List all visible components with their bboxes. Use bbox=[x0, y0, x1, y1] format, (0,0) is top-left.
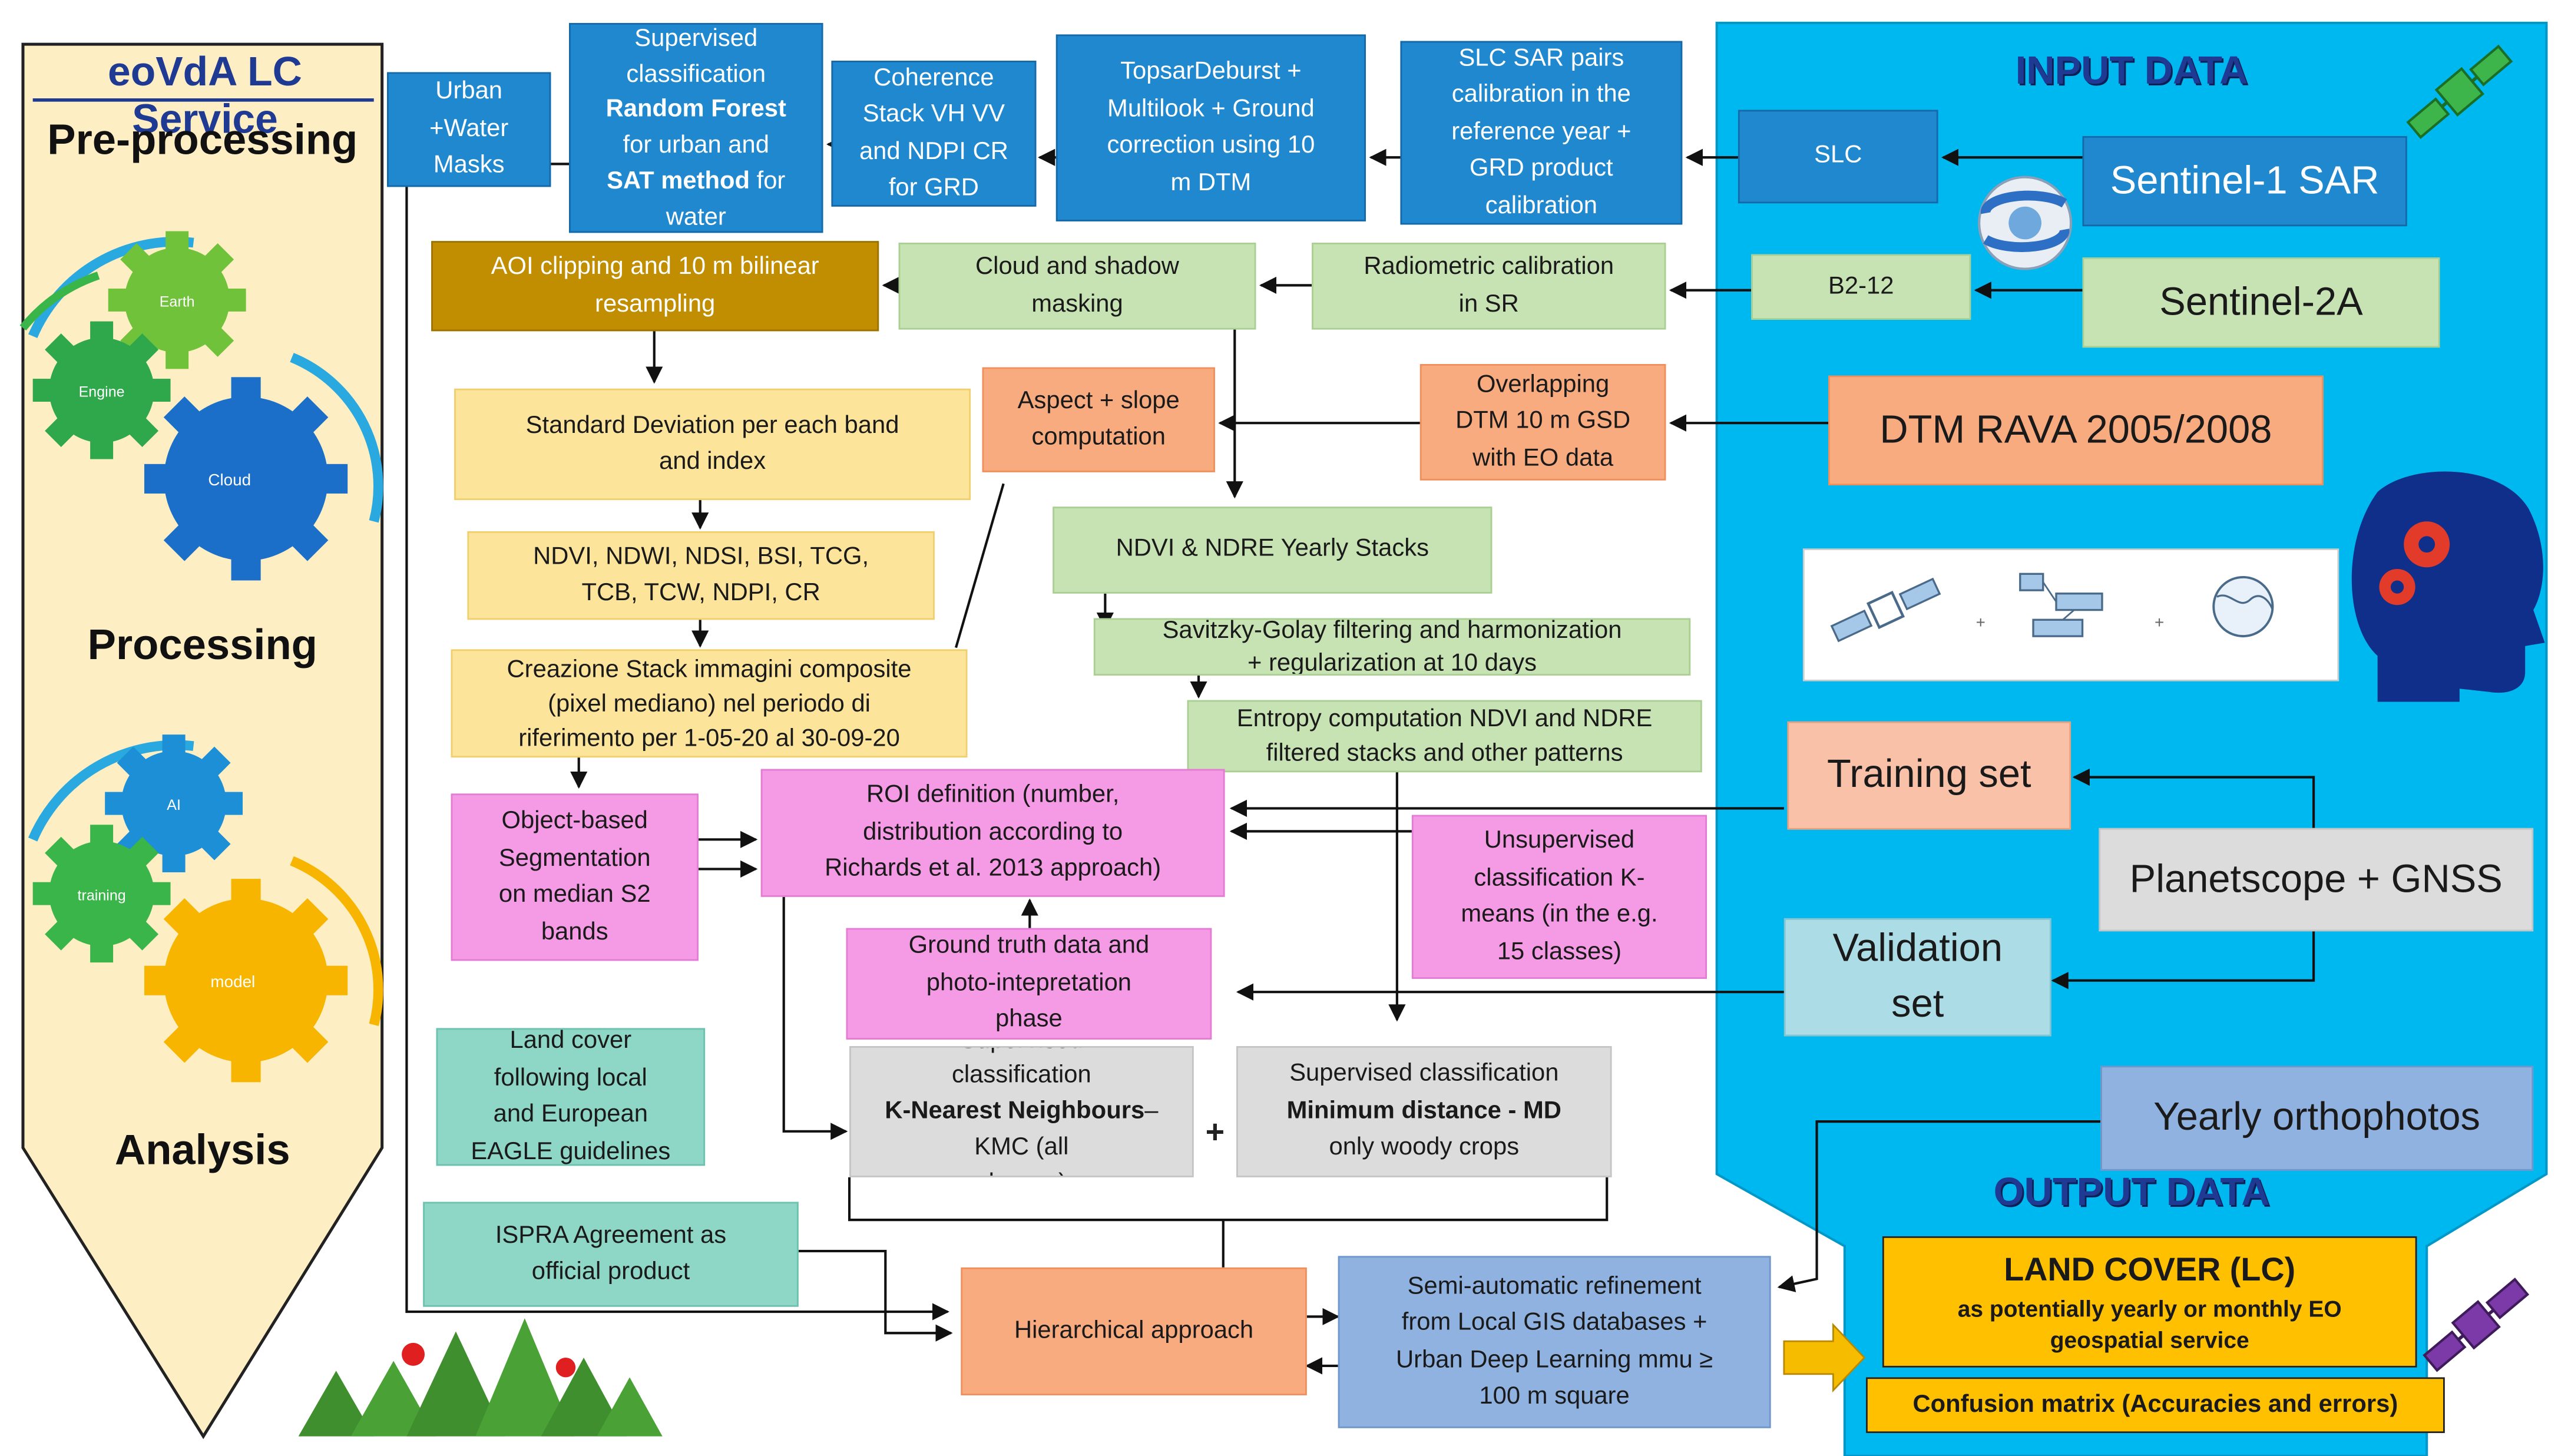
output-arrow-icon bbox=[1783, 1322, 1866, 1393]
knn-box: Supervised classification K-Nearest Neig… bbox=[849, 1046, 1194, 1177]
yearly-orthophotos-box: Yearly orthophotos bbox=[2100, 1065, 2534, 1171]
land-cover-output-box: LAND COVER (LC) as potentially yearly or… bbox=[1882, 1236, 2417, 1368]
confusion-matrix-box: Confusion matrix (Accuracies and errors) bbox=[1866, 1377, 2445, 1434]
sidebar-panel bbox=[21, 42, 384, 1440]
slc-pairs-box: SLC SAR pairs calibration in the referen… bbox=[1400, 41, 1683, 225]
connector bbox=[798, 1249, 953, 1342]
connector bbox=[848, 1177, 1609, 1222]
swoosh-arc-icon bbox=[290, 353, 383, 523]
slc-box: SLC bbox=[1738, 110, 1938, 204]
creazione-box: Creazione Stack immagini composite (pixe… bbox=[451, 649, 968, 758]
algorithm-flow-icon bbox=[2019, 573, 2103, 637]
output-data-title: OUTPUT DATA bbox=[1993, 1170, 2270, 1215]
supervised-rf-method: Random Forest bbox=[605, 95, 786, 124]
coherence-box: Coherence Stack VH VV and NDPI CR for GR… bbox=[831, 61, 1037, 207]
connector bbox=[2051, 931, 2315, 990]
head-gears-icon bbox=[2351, 471, 2545, 702]
gear-cluster-top: Earth Engine bbox=[19, 231, 383, 581]
md-text-2: only woody crops bbox=[1329, 1133, 1520, 1162]
gear-earth-label: Earth bbox=[160, 294, 195, 310]
world-globe-icon bbox=[2212, 575, 2274, 638]
gear-engine-icon: Engine bbox=[32, 321, 171, 459]
cloud-masking-box: Cloud and shadow masking bbox=[898, 243, 1256, 330]
supervised-sat-method: SAT method bbox=[607, 167, 750, 195]
ground-truth-box: Ground truth data and photo-intepretatio… bbox=[846, 928, 1212, 1040]
gear-model-icon: model bbox=[144, 879, 348, 1083]
gear-cloud-icon: Cloud bbox=[144, 377, 348, 581]
gear-model-label: model bbox=[210, 972, 255, 991]
satellite-line-icon bbox=[1830, 577, 1941, 643]
swoosh-arc-icon bbox=[19, 272, 100, 331]
land-cover-desc: as potentially yearly or monthly EO geos… bbox=[1957, 1295, 2342, 1352]
gear-training-icon: training bbox=[32, 825, 171, 963]
sentinel2-box: Sentinel-2A bbox=[2082, 257, 2440, 348]
gear-training-label: training bbox=[78, 887, 126, 904]
md-method: Minimum distance - MD bbox=[1286, 1096, 1561, 1124]
plus-separator-icon: + bbox=[2155, 613, 2164, 631]
swoosh-arc-icon bbox=[290, 856, 383, 1026]
roi-definition-box: ROI definition (number, distribution acc… bbox=[760, 769, 1225, 897]
supervised-rf-text-3: for water bbox=[666, 167, 786, 231]
training-set-box: Training set bbox=[1787, 721, 2071, 830]
savitzky-box: Savitzky-Golay filtering and harmonizati… bbox=[1093, 618, 1691, 676]
land-cover-title: LAND COVER (LC) bbox=[2004, 1252, 2296, 1288]
land-cover-guidelines-box: Land cover following local and European … bbox=[436, 1028, 706, 1166]
topsar-box: TopsarDeburst + Multilook + Ground corre… bbox=[1055, 34, 1366, 221]
supervised-rf-text-2: for urban and bbox=[623, 131, 769, 160]
supervised-rf-box: Supervised classification Random Forest … bbox=[569, 22, 823, 233]
indices-box: NDVI, NDWI, NDSI, BSI, TCG, TCB, TCW, ND… bbox=[467, 531, 935, 620]
imagery-strip: + + bbox=[1802, 548, 2339, 681]
knn-text-1: Supervised classification bbox=[951, 1048, 1091, 1090]
forest-trees-icon bbox=[298, 1318, 663, 1437]
obia-box: Object-based Segmentation on median S2 b… bbox=[451, 793, 699, 961]
gear-cloud-label: Cloud bbox=[208, 471, 251, 489]
unsupervised-box: Unsupervised classification K- means (in… bbox=[1411, 815, 1707, 979]
radiometric-box: Radiometric calibration in SR bbox=[1312, 243, 1666, 330]
supervised-rf-text-1: Supervised classification bbox=[626, 24, 766, 88]
md-text-1: Supervised classification bbox=[1289, 1060, 1559, 1088]
earth-engine-globe-icon bbox=[1978, 176, 2073, 270]
stddev-box: Standard Deviation per each band and ind… bbox=[454, 388, 971, 501]
stage-processing-label: Processing bbox=[87, 620, 317, 669]
connector bbox=[955, 483, 1005, 648]
sidebar-title: eoVdA LC Service bbox=[107, 49, 302, 143]
sentinel1-box: Sentinel-1 SAR bbox=[2082, 136, 2407, 227]
hierarchical-box: Hierarchical approach bbox=[961, 1267, 1307, 1396]
stage-preprocessing-label: Pre-processing bbox=[47, 114, 358, 164]
entropy-box: Entropy computation NDVI and NDRE filter… bbox=[1187, 700, 1702, 773]
satellite-green-icon bbox=[2406, 44, 2513, 140]
aoi-box: AOI clipping and 10 m bilinear resamplin… bbox=[431, 241, 879, 332]
semi-automatic-box: Semi-automatic refinement from Local GIS… bbox=[1338, 1256, 1771, 1428]
urban-water-masks-box: Urban +Water Masks bbox=[387, 72, 551, 187]
connector bbox=[782, 896, 848, 1140]
knn-text-2: –KMC (all classes) bbox=[974, 1097, 1159, 1176]
ndvi-stacks-box: NDVI & NDRE Yearly Stacks bbox=[1053, 507, 1493, 594]
planetscope-box: Planetscope + GNSS bbox=[2099, 828, 2534, 932]
b2-12-box: B2-12 bbox=[1751, 254, 1971, 320]
overlapping-dtm-box: Overlapping DTM 10 m GSD with EO data bbox=[1419, 364, 1666, 481]
aspect-slope-box: Aspect + slope computation bbox=[982, 367, 1215, 472]
gear-engine-label: Engine bbox=[79, 384, 125, 401]
dtm-rava-box: DTM RAVA 2005/2008 bbox=[1828, 375, 2324, 486]
gear-cluster-bottom: AI training bbox=[28, 734, 383, 1083]
plus-sign: + bbox=[1205, 1114, 1225, 1151]
connector bbox=[1777, 1120, 2101, 1292]
plus-separator-icon: + bbox=[1976, 613, 1985, 631]
satellite-purple-icon bbox=[2423, 1278, 2530, 1372]
input-data-title: INPUT DATA bbox=[2015, 49, 2248, 94]
md-box: Supervised classification Minimum distan… bbox=[1236, 1046, 1612, 1177]
knn-method: K-Nearest Neighbours bbox=[885, 1097, 1145, 1126]
gear-ai-label: AI bbox=[167, 797, 181, 813]
validation-set-box: Validation set bbox=[1783, 918, 2051, 1037]
stage-analysis-label: Analysis bbox=[114, 1124, 290, 1174]
ispra-box: ISPRA Agreement as official product bbox=[423, 1202, 799, 1307]
connector bbox=[2072, 768, 2315, 828]
